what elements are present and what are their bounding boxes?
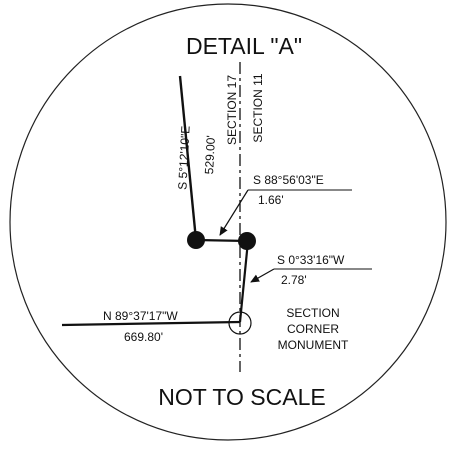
detail-boundary-circle (9, 3, 447, 441)
course-line-3 (238, 240, 250, 323)
course-2-leader (219, 189, 249, 236)
course-4-distance: 669.80' (124, 330, 163, 344)
course-2-bearing: S 88°56'03"E (253, 173, 324, 187)
section-11-label: SECTION 11 (251, 73, 265, 142)
course-line-1 (178, 75, 198, 241)
corner-point-west (187, 231, 205, 249)
course-1-bearing: S 5°12'10"E (175, 125, 192, 190)
course-line-4 (61, 320, 241, 327)
course-3-leader (250, 268, 275, 283)
monument-label-line-3: MONUMENT (278, 338, 349, 352)
course-2-distance: 1.66' (258, 193, 284, 207)
course-3-distance: 2.78' (281, 273, 307, 287)
section-17-label: SECTION 17 (225, 75, 239, 145)
monument-symbol (228, 311, 252, 335)
monument-label-line-2: CORNER (287, 322, 339, 336)
course-4-bearing: N 89°37'17"W (103, 309, 178, 323)
corner-point-east (238, 232, 256, 250)
not-to-scale-label: NOT TO SCALE (158, 384, 325, 410)
course-3-bearing: S 0°33'16"W (277, 253, 345, 267)
detail-title: DETAIL "A" (186, 33, 302, 59)
course-1-distance: 529.00' (202, 135, 218, 175)
monument-label-line-1: SECTION (286, 306, 339, 320)
